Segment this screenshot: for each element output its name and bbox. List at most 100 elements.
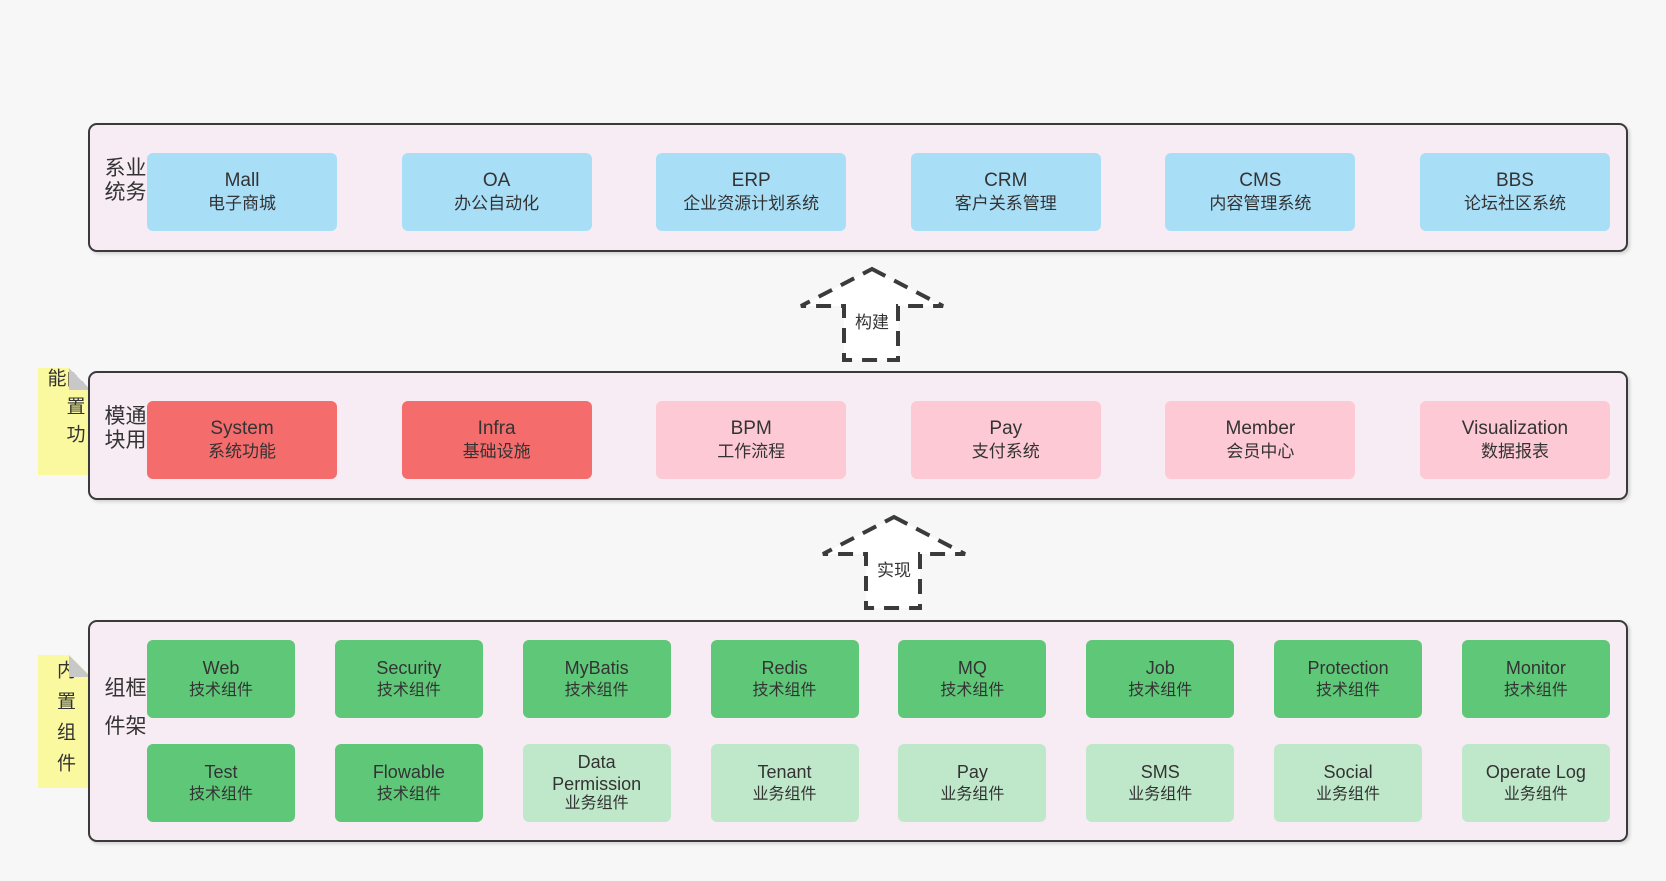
implement-arrow-label: 实现 — [875, 556, 913, 581]
component-box-sms: SMS 业务组件 — [1086, 744, 1235, 822]
component-name: Test — [204, 762, 238, 783]
component-desc: 客户关系管理 — [954, 194, 1057, 214]
component-desc: 技术组件 — [1503, 682, 1568, 700]
component-desc: 技术组件 — [564, 682, 629, 700]
component-name: Web — [202, 658, 240, 679]
component-name: Monitor — [1505, 658, 1566, 679]
component-desc: 工作流程 — [717, 442, 786, 462]
component-box-job: Job 技术组件 — [1086, 640, 1235, 718]
component-desc: 业务组件 — [1128, 786, 1193, 804]
component-name: OA — [482, 169, 511, 191]
component-box-mq: MQ 技术组件 — [898, 640, 1047, 718]
component-box-bpm: BPM 工作流程 — [656, 401, 847, 479]
component-box-tenant: Tenant 业务组件 — [710, 744, 859, 822]
component-desc: 技术组件 — [1128, 682, 1193, 700]
panel-label: 框架组件 — [102, 676, 146, 753]
component-desc: 技术组件 — [376, 682, 441, 700]
component-name: BPM — [730, 417, 772, 439]
component-name: Operate Log — [1485, 762, 1586, 783]
component-box-member: Member 会员中心 — [1165, 401, 1356, 479]
component-box-protection: Protection 技术组件 — [1274, 640, 1423, 718]
component-box-oa: OA 办公自动化 — [401, 153, 592, 231]
component-box-visualization: Visualization 数据报表 — [1419, 401, 1610, 479]
panel-label: 业务系统 — [102, 156, 146, 205]
component-desc: 会员中心 — [1226, 442, 1295, 462]
component-name: Flowable — [372, 762, 445, 783]
component-desc: 业务组件 — [940, 786, 1005, 804]
component-name: CRM — [984, 169, 1028, 191]
component-box-infra: Infra 基础设施 — [401, 401, 592, 479]
panel-business-systems: 业务系统 Mall 电子商城 OA 办公自动化 ERP 企业资源计划系统 CRM 客户关系管理… — [88, 123, 1628, 252]
component-box-security: Security 技术组件 — [334, 640, 483, 718]
component-desc: 系统功能 — [208, 442, 276, 462]
component-desc: 技术组件 — [188, 786, 253, 804]
component-name: Visualization — [1461, 417, 1569, 439]
panel-common-modules: 通用模块 System 系统功能 Infra 基础设施 BPM 工作流程 Pay 支付系统 Me… — [88, 371, 1628, 500]
component-box-redis: Redis 技术组件 — [710, 640, 859, 718]
component-name: Member — [1225, 417, 1296, 439]
component-desc: 技术组件 — [940, 682, 1005, 700]
component-box-social: Social 业务组件 — [1274, 744, 1423, 822]
component-box-web: Web 技术组件 — [147, 640, 295, 718]
component-name: Pay — [989, 417, 1023, 439]
component-desc: 业务组件 — [1316, 786, 1381, 804]
component-desc: 支付系统 — [971, 442, 1040, 462]
panel-label: 通用模块 — [102, 404, 146, 453]
component-name: CMS — [1239, 169, 1282, 191]
component-desc: 业务组件 — [564, 794, 629, 812]
component-name: BBS — [1495, 169, 1534, 191]
component-box-cms: CMS 内容管理系统 — [1165, 153, 1356, 231]
component-name: Mall — [224, 169, 260, 191]
component-name: MyBatis — [564, 658, 629, 679]
component-desc: 办公自动化 — [454, 194, 540, 214]
sticky-note-label: 内置组件 — [54, 659, 75, 784]
component-desc: 技术组件 — [752, 682, 817, 700]
implement-arrow: 实现 — [819, 514, 969, 611]
component-box-monitor: Monitor 技术组件 — [1461, 640, 1610, 718]
box-row: Mall 电子商城 OA 办公自动化 ERP 企业资源计划系统 CRM 客户关系管理 CMS 内容… — [147, 153, 1610, 231]
component-box-flowable: Flowable 技术组件 — [334, 744, 483, 822]
component-desc: 数据报表 — [1480, 442, 1549, 462]
sticky-note-built-in-features: 内置功能 — [38, 368, 91, 475]
component-desc: 论坛社区系统 — [1463, 194, 1566, 214]
component-box-pay: Pay 支付系统 — [910, 401, 1101, 479]
component-name: Data Permission — [552, 752, 642, 794]
component-box-crm: CRM 客户关系管理 — [910, 153, 1101, 231]
component-desc: 技术组件 — [188, 682, 253, 700]
component-name: Social — [1323, 762, 1373, 783]
sticky-note-built-in-components: 内置组件 — [38, 655, 91, 788]
component-name: ERP — [731, 169, 771, 191]
component-desc: 电子商城 — [208, 194, 276, 214]
component-name: Protection — [1307, 658, 1389, 679]
component-name: Security — [376, 658, 442, 679]
component-box-bbs: BBS 论坛社区系统 — [1419, 153, 1610, 231]
component-desc: 业务组件 — [752, 786, 817, 804]
component-desc: 企业资源计划系统 — [683, 194, 820, 214]
component-desc: 技术组件 — [1316, 682, 1381, 700]
component-name: Infra — [477, 417, 516, 439]
component-desc: 技术组件 — [376, 786, 441, 804]
component-desc: 基础设施 — [462, 442, 531, 462]
component-name: Pay — [956, 762, 988, 783]
component-box-operate-log: Operate Log 业务组件 — [1461, 744, 1610, 822]
component-name: MQ — [957, 658, 987, 679]
component-box-mybatis: MyBatis 技术组件 — [522, 640, 671, 718]
box-row: System 系统功能 Infra 基础设施 BPM 工作流程 Pay 支付系统 Member 会… — [147, 401, 1610, 479]
component-desc: 内容管理系统 — [1209, 194, 1312, 214]
component-name: SMS — [1140, 762, 1180, 783]
component-box-test: Test 技术组件 — [147, 744, 295, 822]
component-name: Job — [1145, 658, 1175, 679]
component-box-pay: Pay 业务组件 — [898, 744, 1047, 822]
component-name: Tenant — [757, 762, 812, 783]
component-name: Redis — [761, 658, 808, 679]
component-name: System — [210, 417, 274, 439]
build-arrow: 构建 — [797, 266, 947, 363]
component-desc: 业务组件 — [1503, 786, 1568, 804]
build-arrow-label: 构建 — [853, 308, 891, 333]
component-box-mall: Mall 电子商城 — [147, 153, 337, 231]
